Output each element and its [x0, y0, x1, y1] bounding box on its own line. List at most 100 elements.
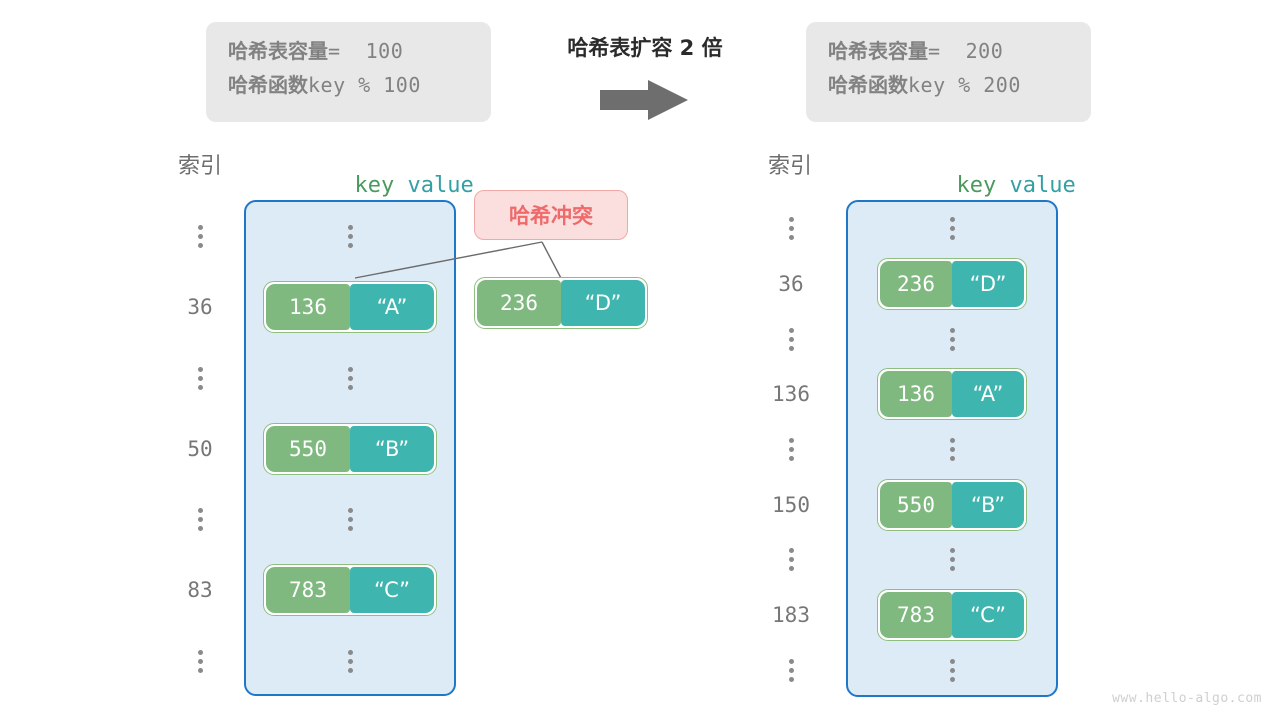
row-index-label: 183	[772, 603, 810, 627]
vertical-ellipsis-icon	[197, 362, 203, 394]
row-index-ellipsis	[754, 433, 828, 465]
before-hash-value: key % 100	[308, 73, 421, 97]
bucket-empty-ellipsis	[846, 423, 1058, 475]
row-index-ellipsis	[166, 220, 234, 252]
after-capacity-label: 哈希表容量	[828, 39, 928, 63]
after-hash-line: 哈希函数 key % 200	[828, 68, 1069, 102]
bucket-entry: 236“D”	[846, 257, 1058, 310]
kv-value: “A”	[350, 284, 434, 331]
kv-value: “C”	[952, 592, 1024, 638]
before-capacity-label: 哈希表容量	[228, 39, 328, 63]
after-hash-value: key % 200	[908, 73, 1021, 97]
before-capacity-line: 哈希表容量 = 100	[228, 34, 469, 68]
after-capacity-value: = 200	[928, 39, 1004, 63]
kv-key: 236	[880, 260, 952, 307]
vertical-ellipsis-icon	[197, 504, 203, 536]
vertical-ellipsis-icon	[949, 203, 955, 255]
kv-pair: 136“A”	[263, 281, 437, 334]
bucket-empty-ellipsis	[846, 203, 1058, 255]
vertical-ellipsis-icon	[788, 654, 794, 686]
bucket-entry: 550“B”	[846, 478, 1058, 531]
bucket-empty-ellipsis	[244, 352, 456, 404]
kv-pair: 783“C”	[877, 589, 1027, 641]
vertical-ellipsis-icon	[949, 534, 955, 586]
bucket-empty-ellipsis	[846, 644, 1058, 696]
before-header-kv: key value	[275, 148, 474, 223]
bucket-empty-ellipsis	[244, 210, 456, 262]
row-index-ellipsis	[754, 323, 828, 355]
kv-pair: 236“D”	[877, 257, 1027, 310]
row-index-label: 83	[187, 578, 213, 603]
before-hash-line: 哈希函数 key % 100	[228, 68, 469, 102]
kv-pair: 136“A”	[877, 368, 1027, 421]
vertical-ellipsis-icon	[347, 210, 353, 262]
kv-value: “B”	[350, 425, 434, 472]
after-header-key: key	[956, 173, 997, 198]
kv-value: “D”	[561, 280, 645, 326]
before-info-box: 哈希表容量 = 100 哈希函数 key % 100	[206, 22, 491, 122]
bucket-entry: 783“C”	[244, 564, 456, 617]
kv-key: 783	[880, 592, 952, 638]
vertical-ellipsis-icon	[949, 423, 955, 475]
kv-value: “B”	[952, 481, 1024, 528]
bucket-empty-ellipsis	[244, 635, 456, 687]
after-header-index: 索引	[767, 154, 812, 179]
row-index-label: 150	[772, 492, 810, 517]
vertical-ellipsis-icon	[949, 644, 955, 696]
row-index-label: 36	[778, 271, 804, 296]
before-header-index: 索引	[177, 154, 222, 179]
vertical-ellipsis-icon	[788, 323, 794, 355]
after-header-value: value	[1009, 173, 1076, 198]
before-capacity-value: = 100	[328, 39, 404, 63]
kv-key: 136	[880, 371, 952, 418]
bucket-entry: 136“A”	[244, 281, 456, 334]
kv-value: “C”	[350, 567, 434, 614]
row-index-ellipsis	[754, 213, 828, 245]
before-header-value: value	[407, 173, 474, 198]
bucket-empty-ellipsis	[244, 494, 456, 546]
bucket-entry: 136“A”	[846, 368, 1058, 421]
vertical-ellipsis-icon	[347, 352, 353, 404]
bucket-empty-ellipsis	[846, 534, 1058, 586]
row-index-ellipsis	[166, 504, 234, 536]
collision-connector-lines	[354, 241, 564, 283]
before-hash-label: 哈希函数	[228, 73, 308, 97]
vertical-ellipsis-icon	[197, 645, 203, 677]
bucket-entry: 783“C”	[846, 589, 1058, 641]
before-header-key: key	[354, 173, 395, 198]
kv-key: 550	[266, 425, 350, 472]
watermark: www.hello-algo.com	[1112, 691, 1262, 706]
after-hash-label: 哈希函数	[828, 73, 908, 97]
vertical-ellipsis-icon	[347, 494, 353, 546]
vertical-ellipsis-icon	[788, 433, 794, 465]
row-index-ellipsis	[166, 362, 234, 394]
transition-title: 哈希表扩容 2 倍	[567, 36, 723, 60]
after-capacity-line: 哈希表容量 = 200	[828, 34, 1069, 68]
collision-entry: 236 “D”	[474, 277, 648, 329]
row-index-ellipsis	[754, 654, 828, 686]
kv-key: 136	[266, 284, 350, 331]
vertical-ellipsis-icon	[788, 544, 794, 576]
kv-pair: 783“C”	[263, 564, 437, 617]
vertical-ellipsis-icon	[949, 313, 955, 365]
after-info-box: 哈希表容量 = 200 哈希函数 key % 200	[806, 22, 1091, 122]
collision-callout: 哈希冲突	[474, 190, 628, 240]
vertical-ellipsis-icon	[347, 635, 353, 687]
row-index-label: 50	[187, 436, 213, 461]
kv-pair: 550“B”	[263, 422, 437, 475]
vertical-ellipsis-icon	[788, 213, 794, 245]
kv-key: 550	[880, 481, 952, 528]
row-index-ellipsis	[166, 645, 234, 677]
kv-value: “D”	[952, 260, 1024, 307]
kv-pair: 236 “D”	[474, 277, 648, 329]
row-index-label: 36	[187, 295, 213, 320]
row-index-ellipsis	[754, 544, 828, 576]
kv-value: “A”	[952, 371, 1024, 418]
bucket-empty-ellipsis	[846, 313, 1058, 365]
row-index-label: 136	[772, 382, 810, 407]
kv-key: 783	[266, 567, 350, 614]
kv-key: 236	[477, 280, 561, 326]
after-header-kv: key value	[877, 148, 1076, 223]
bucket-entry: 550“B”	[244, 422, 456, 475]
